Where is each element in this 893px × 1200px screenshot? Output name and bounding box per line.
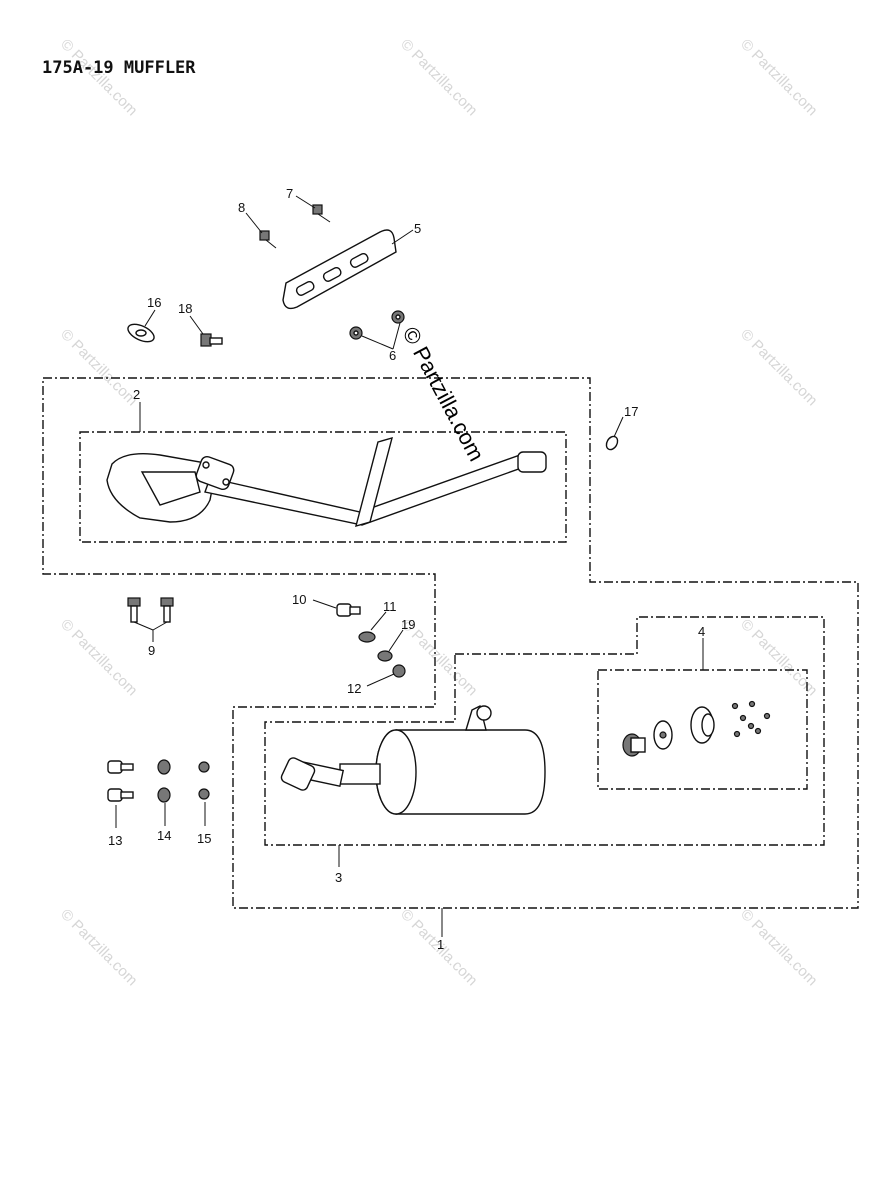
callout-10: 10 [292,592,306,607]
bolt-7 [312,204,331,223]
callout-14: 14 [157,828,171,843]
watermark: © Partzilla.com [737,906,820,989]
callout-11: 11 [383,599,397,614]
callout-1: 1 [437,937,444,952]
watermark: © Partzilla.com [57,906,140,989]
callout-15: 15 [197,831,211,846]
bolt-8 [259,230,277,249]
watermark-center: © Partzilla.com [398,323,490,466]
assembly-box-1 [42,377,859,909]
callout-9: 9 [148,643,155,658]
callout-labels: 1 2 3 4 5 6 7 8 9 10 11 12 13 14 15 16 1… [108,186,705,952]
heat-shield [282,229,397,310]
leader-lines [115,195,704,937]
watermark: © Partzilla.com [57,326,140,409]
callout-6: 6 [389,348,396,363]
exhaust-pipe [106,436,547,528]
callout-8: 8 [238,200,245,215]
callout-13: 13 [108,833,122,848]
callout-3: 3 [335,870,342,885]
muffler [280,704,546,815]
watermark: © Partzilla.com [737,326,820,409]
callout-4: 4 [698,624,705,639]
nut-15 [198,761,210,800]
spark-arrester [622,700,771,757]
washer-11 [358,631,376,643]
washer-14 [157,759,171,803]
callout-16: 16 [147,295,161,310]
callout-5: 5 [414,221,421,236]
callout-19: 19 [401,617,415,632]
bolt-18 [200,333,223,347]
washer-19 [377,650,393,662]
watermark: © Partzilla.com [737,36,820,119]
bolt-10 [336,603,361,617]
callout-12: 12 [347,681,361,696]
clip-17 [605,435,619,451]
callout-18: 18 [178,301,192,316]
assembly-box-2 [79,431,567,543]
callout-7: 7 [286,186,293,201]
assembly-box-3 [264,616,825,846]
watermark: © Partzilla.com [737,616,820,699]
watermark: © Partzilla.com [57,616,140,699]
callout-17: 17 [624,404,638,419]
nut-6 [349,310,405,340]
bolt-13 [107,760,134,802]
diagram-title: 175A-19 MUFFLER [42,58,196,78]
bolt-9 [127,597,174,623]
gasket-16 [127,323,155,343]
callout-2: 2 [133,387,140,402]
watermark: © Partzilla.com [397,36,480,119]
nut-12 [392,664,406,678]
